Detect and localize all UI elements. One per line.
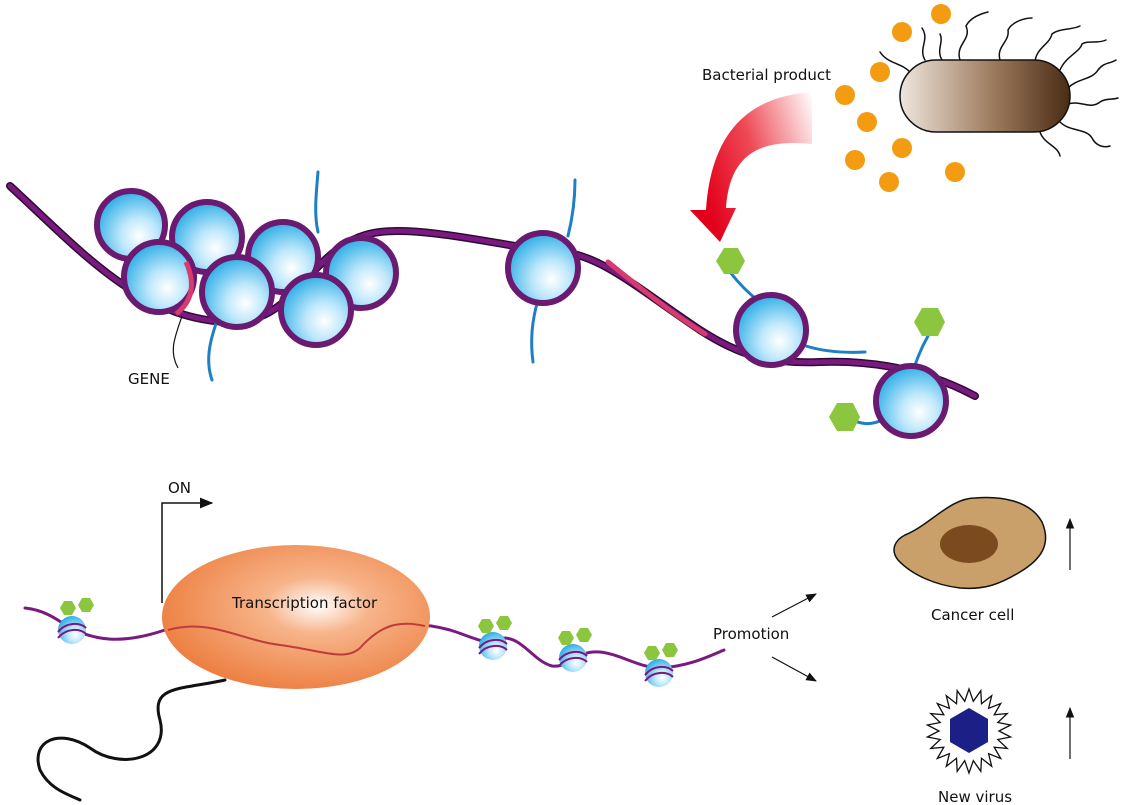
new-virus-label: New virus <box>938 788 1012 805</box>
black-tail-strand <box>36 678 227 802</box>
gene-label: GENE <box>128 370 170 388</box>
acetyl-hexagon <box>914 308 945 336</box>
dna-through-factor <box>167 622 426 656</box>
bacterium <box>879 11 1119 157</box>
cancer-cell <box>893 496 1047 590</box>
nucleosome <box>505 230 581 306</box>
small-nucleosome <box>57 598 94 644</box>
promotion-label: Promotion <box>713 625 789 643</box>
small-nucleosome <box>478 616 512 660</box>
gene-segment-right <box>605 259 708 337</box>
nucleosome <box>733 292 809 368</box>
gene-segment <box>174 260 194 316</box>
cancer-cell-label: Cancer cell <box>931 606 1014 624</box>
transcription-factor-label: Transcription factor <box>231 594 378 612</box>
promotion-arrows <box>771 593 817 682</box>
bacterium-body <box>899 59 1071 133</box>
nucleosome <box>873 363 949 439</box>
small-nucleosome <box>644 643 678 687</box>
nucleosome <box>199 254 275 330</box>
nucleosome <box>121 239 197 315</box>
nucleosome-cluster <box>94 188 399 348</box>
bacterial-product-label: Bacterial product <box>702 66 831 84</box>
on-label: ON <box>168 479 191 497</box>
new-virus <box>925 687 1013 775</box>
bacterium-flagella <box>879 11 1119 157</box>
gene-pointer <box>172 315 183 369</box>
small-nucleosomes <box>57 598 678 687</box>
acetyl-groups-top <box>716 248 945 431</box>
on-arrow <box>161 497 214 603</box>
transcription-factor <box>162 545 430 689</box>
virus-core <box>950 708 988 753</box>
red-curved-arrow <box>690 92 812 242</box>
bacterial-product-dots <box>835 4 965 192</box>
acetyl-hexagon <box>829 403 860 431</box>
small-nucleosome <box>558 628 592 672</box>
acetyl-hexagon <box>716 248 745 274</box>
nucleosome <box>278 272 354 348</box>
cancer-cell-nucleus <box>940 525 998 563</box>
